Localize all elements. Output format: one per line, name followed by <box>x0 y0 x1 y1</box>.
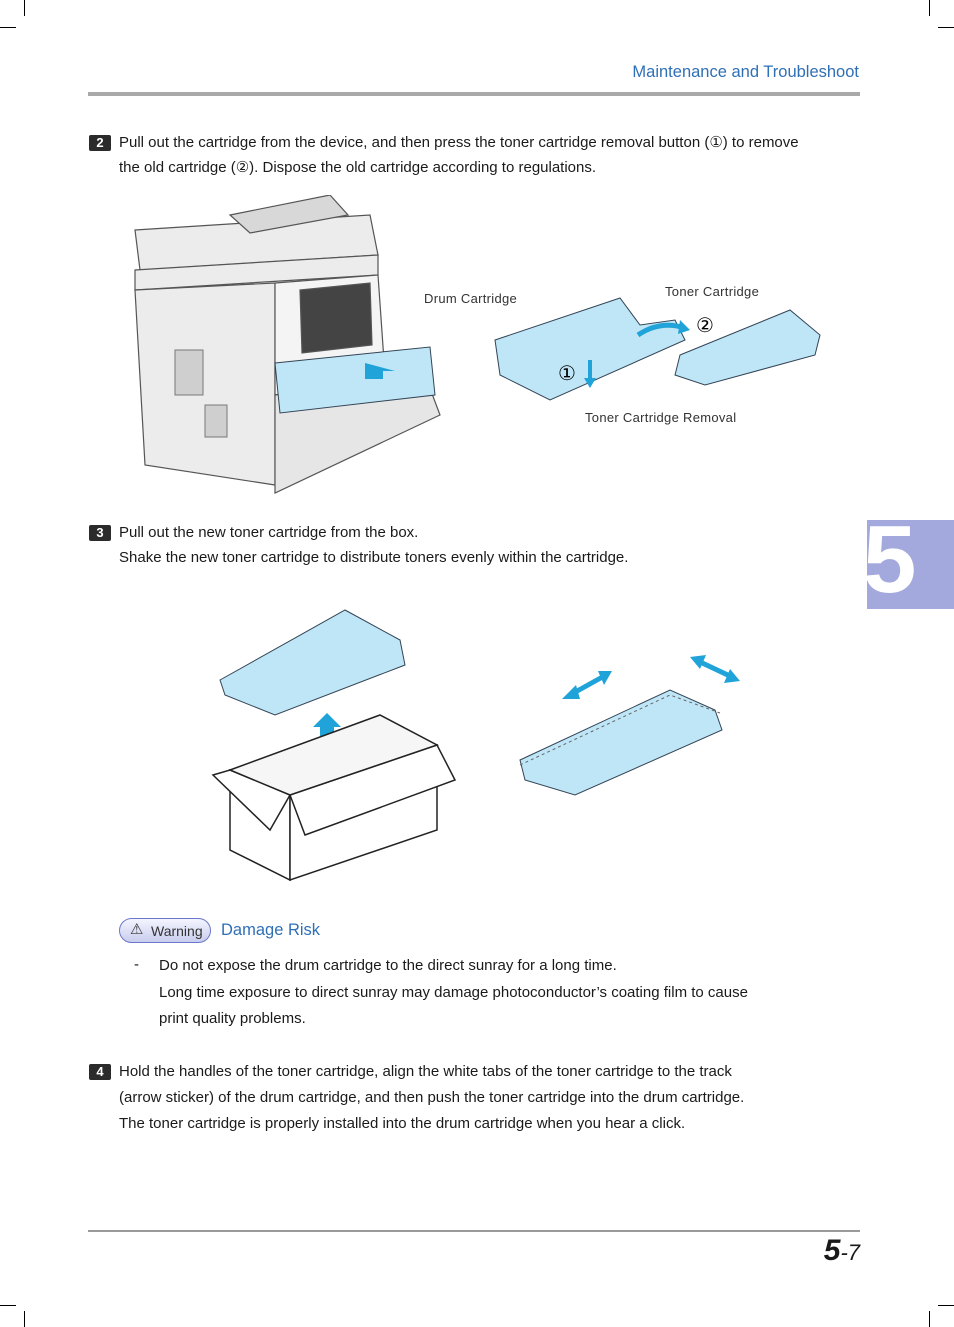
drum-cartridge-in-printer <box>274 346 436 414</box>
crop-mark <box>24 1311 25 1327</box>
step-badge: 3 <box>89 525 111 541</box>
shaken-toner-cartridge <box>519 689 723 796</box>
chapter-tab: 5 <box>867 520 954 609</box>
list-dash: - <box>134 956 139 973</box>
toner-cartridge <box>674 309 821 386</box>
section-title: Maintenance and Troubleshoot <box>632 63 859 81</box>
header-rule <box>88 92 860 96</box>
marker-two: ② <box>696 315 714 337</box>
step-line: (arrow sticker) of the drum cartridge, a… <box>119 1089 745 1106</box>
step-badge: 2 <box>89 135 111 151</box>
crop-mark <box>24 0 25 16</box>
new-toner-cartridge <box>219 609 406 716</box>
printer-illustration <box>134 195 441 494</box>
step-line: The toner cartridge is properly installe… <box>119 1115 686 1132</box>
warning-icon: ⚠ <box>130 921 144 938</box>
page-number-page: -7 <box>840 1240 860 1265</box>
drum-cartridge-label: Drum Cartridge <box>424 291 518 306</box>
crop-mark <box>938 1305 954 1306</box>
step-badge: 4 <box>89 1064 111 1080</box>
marker-one: ① <box>558 363 576 385</box>
step-text: Pull out the new toner cartridge from th… <box>119 520 628 570</box>
footer-rule <box>88 1230 860 1232</box>
box-illustration <box>211 609 457 882</box>
crop-mark <box>929 0 930 16</box>
crop-mark <box>929 1311 930 1327</box>
page-number-chapter: 5 <box>823 1234 841 1267</box>
step-line: the old cartridge (②). Dispose the old c… <box>119 159 597 176</box>
page-number: 5-7 <box>824 1234 860 1268</box>
warning-badge-label: Warning <box>151 923 203 939</box>
step-line: Pull out the new toner cartridge from th… <box>119 524 419 541</box>
crop-mark <box>938 27 954 28</box>
step-text: Hold the handles of the toner cartridge,… <box>119 1059 744 1137</box>
step-line: Pull out the cartridge from the device, … <box>119 134 799 151</box>
crop-mark <box>0 27 16 28</box>
step-line: Hold the handles of the toner cartridge,… <box>119 1063 732 1080</box>
warning-text: Do not expose the drum cartridge to the … <box>159 953 748 1033</box>
step-text: Pull out the cartridge from the device, … <box>119 130 799 180</box>
cartridge-removal-illustration: ① ② <box>494 297 821 401</box>
chapter-number: 5 <box>867 520 917 609</box>
warning-line: Long time exposure to direct sunray may … <box>159 983 748 1001</box>
warning-title: Damage Risk <box>221 921 321 939</box>
toner-removal-label: Toner Cartridge Removal <box>585 410 737 425</box>
step-line: Shake the new toner cartridge to distrib… <box>119 549 629 566</box>
shake-illustration <box>519 655 740 796</box>
crop-mark <box>0 1305 16 1306</box>
warning-line: print quality problems. <box>159 1010 306 1027</box>
warning-badge: ⚠ Warning <box>119 918 211 943</box>
warning-line: Do not expose the drum cartridge to the … <box>159 957 617 974</box>
toner-cartridge-label: Toner Cartridge <box>665 284 760 299</box>
